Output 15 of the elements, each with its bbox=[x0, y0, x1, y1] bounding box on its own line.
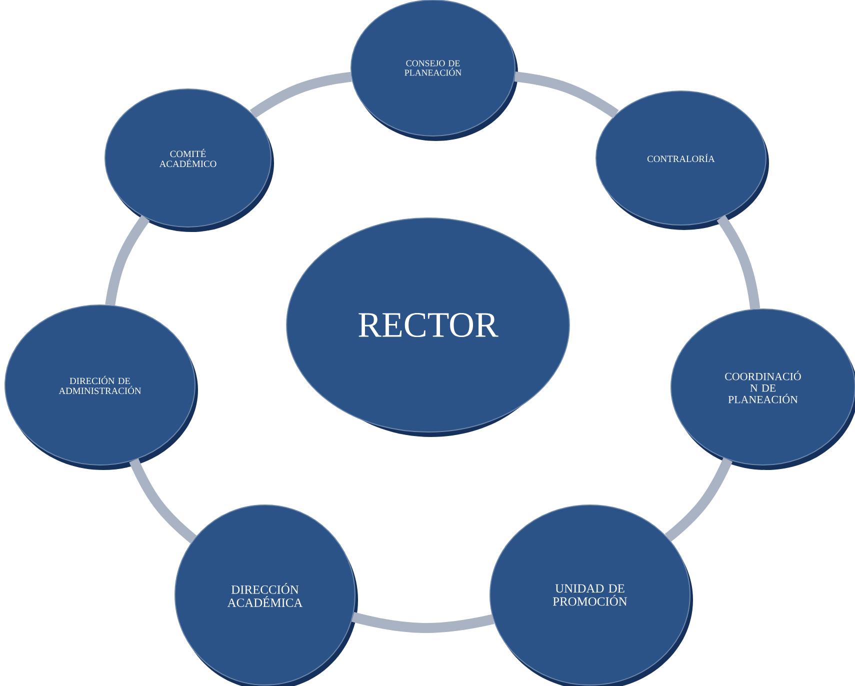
circle-node: DIRECCIÓN ACADÉMICA bbox=[174, 504, 358, 686]
circle-node: COMITÉ ACADÉMICO bbox=[104, 88, 274, 232]
ring-connector bbox=[716, 214, 760, 310]
ring-connector bbox=[514, 72, 619, 118]
ring-connector bbox=[129, 458, 197, 544]
circle-node: CONSEJO DE PLANEACIÓN bbox=[350, 0, 518, 141]
circle-node: RECTOR bbox=[286, 218, 570, 437]
ring-connector bbox=[105, 215, 150, 306]
circle-node: COORDINACIÓ N DE PLANEACIÓN bbox=[670, 308, 855, 470]
ring-connector bbox=[352, 612, 494, 633]
circle-node: DIRECIÓN DE ADMINISTRACIÓN bbox=[4, 304, 198, 470]
circle-node: UNIDAD DE PROMOCIÓN bbox=[490, 504, 693, 686]
ring-connector bbox=[250, 72, 352, 118]
ring-connector bbox=[664, 458, 733, 542]
circle-node: CONTRALORÍA bbox=[596, 90, 769, 230]
